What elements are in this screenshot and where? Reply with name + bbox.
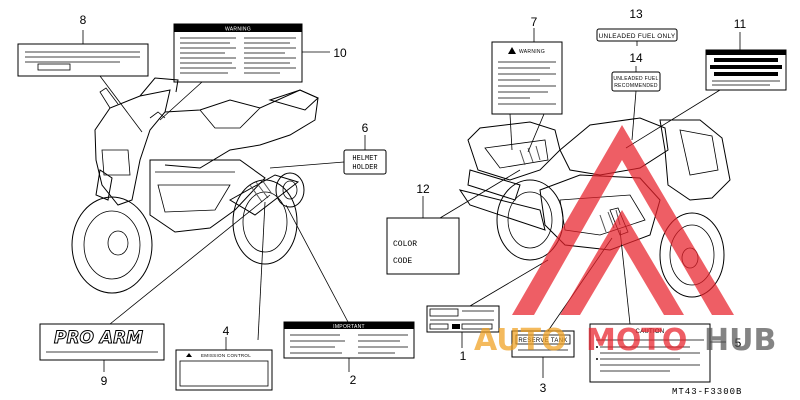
part-number-8: 8: [80, 13, 87, 27]
label-4-title: EMISSION CONTROL: [201, 353, 251, 358]
watermark-text-auto: AUTO: [474, 323, 567, 358]
label-1-decal: [426, 305, 500, 333]
watermark-text-hub: HUB: [704, 323, 776, 358]
label-13-unleaded-fuel-only: UNLEADED FUEL ONLY: [596, 28, 678, 42]
label-3-text: RESERVE TANK: [518, 338, 567, 344]
watermark-triangle-inner: [560, 210, 684, 315]
label-6-line1: HELMET: [352, 155, 377, 163]
part-number-7: 7: [531, 15, 538, 29]
part-number-4: 4: [223, 324, 230, 338]
label-8-decal: [17, 43, 149, 77]
label-7-title: WARNING: [519, 49, 545, 55]
part-number-10: 10: [333, 46, 347, 60]
label-12-color-code: COLOR CODE: [386, 217, 460, 275]
label-5-caution: CAUTION: [589, 323, 711, 383]
label-13-text: UNLEADED FUEL ONLY: [599, 33, 676, 40]
part-number-11: 11: [734, 17, 747, 31]
label-7-warning: WARNING: [491, 41, 563, 115]
motorcycle-left-illustration: [71, 77, 319, 294]
part-number-3: 3: [540, 381, 547, 395]
label-9-text: PRO ARM: [54, 328, 143, 348]
watermark-text-moto: MOTO: [586, 323, 687, 358]
part-number-12: 12: [416, 182, 430, 196]
label-14-unleaded-recommended: UNLEADED FUEL RECOMMENDED: [611, 71, 661, 92]
automotohub-watermark: AUTO MOTO HUB: [474, 125, 776, 358]
label-2-important: IMPORTANT: [283, 321, 415, 359]
label-12-color: COLOR: [393, 240, 417, 249]
label-14-line1: UNLEADED FUEL: [613, 76, 658, 82]
label-5-title: CAUTION: [635, 329, 664, 335]
label-11-decal: [705, 49, 787, 91]
diagram-code: MT43-F3300B: [672, 387, 742, 397]
part-number-9: 9: [101, 374, 108, 388]
part-number-14: 14: [629, 51, 643, 65]
label-10-warning: WARNING: [173, 23, 303, 83]
label-6-line2: HOLDER: [352, 164, 378, 172]
part-number-2: 2: [350, 373, 357, 387]
label-2-title: IMPORTANT: [333, 324, 365, 330]
label-6-helmet-holder: HELMET HOLDER: [343, 149, 387, 175]
part-number-6: 6: [362, 121, 369, 135]
label-4-emission: EMISSION CONTROL: [175, 349, 273, 391]
label-14-line2: RECOMMENDED: [614, 83, 658, 89]
watermark-triangle-outer: [512, 125, 734, 315]
label-12-code: CODE: [393, 257, 412, 266]
part-number-13: 13: [629, 7, 643, 21]
part-numbers: 1 2 3 4 5 6 7 8 9 10 11 12 13 14: [80, 7, 747, 395]
part-number-5: 5: [735, 336, 742, 350]
label-9-pro-arm: PRO ARM: [39, 323, 165, 361]
label-10-title: WARNING: [225, 27, 251, 33]
part-number-1: 1: [460, 349, 467, 363]
